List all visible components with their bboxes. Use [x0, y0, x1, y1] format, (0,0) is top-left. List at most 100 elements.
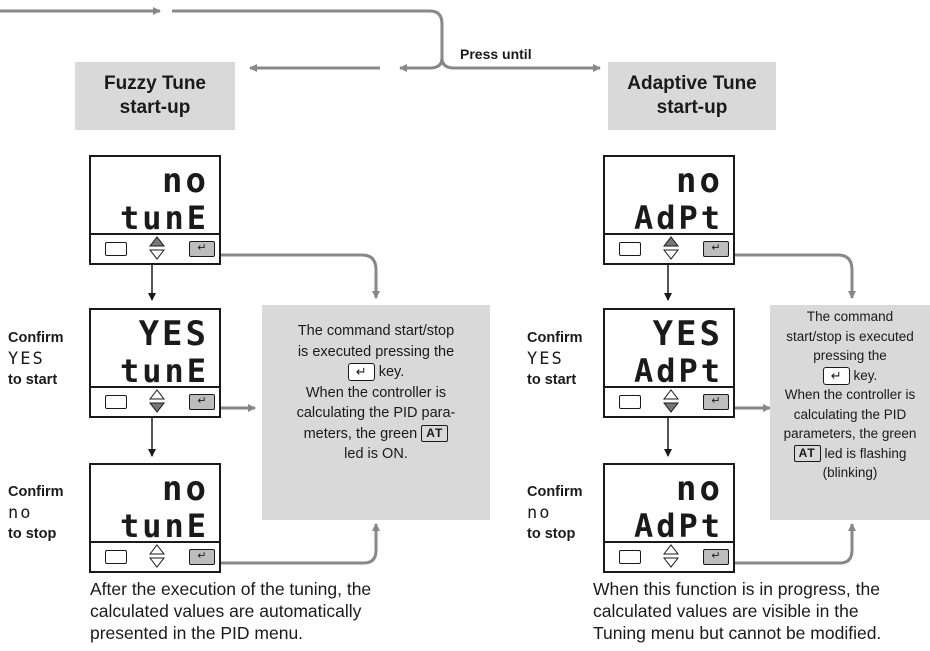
at-led-icon: AT — [421, 425, 449, 443]
adaptive-note: When this function is in progress, the c… — [593, 578, 881, 644]
info-line: AT led is flashing — [770, 444, 930, 464]
confirm-action: to start — [8, 372, 58, 388]
info-line: The command — [806, 309, 894, 324]
function-key[interactable] — [619, 242, 641, 256]
at-led-icon: AT — [793, 445, 821, 463]
note-line: After the execution of the tuning, the — [90, 579, 372, 599]
adaptive-tune-subtitle: start-up — [656, 97, 728, 118]
up-down-keys[interactable] — [661, 387, 681, 415]
branch-to-adaptive — [440, 57, 601, 72]
entry-line — [172, 9, 444, 72]
down-arrow-icon — [148, 557, 166, 568]
up-down-keys[interactable] — [661, 234, 681, 262]
confirm-label: Confirm — [8, 484, 64, 500]
enter-key-icon: ↵ — [822, 366, 850, 385]
info-line: pressing the — [813, 348, 887, 363]
confirm-action: to stop — [527, 526, 576, 542]
confirm-value: YES — [8, 349, 45, 369]
down-arrow-icon — [662, 249, 680, 260]
left-enter3-to-info — [205, 523, 380, 565]
down-arrow-icon — [148, 249, 166, 260]
function-key[interactable] — [105, 395, 127, 409]
function-key[interactable] — [105, 242, 127, 256]
info-line: (blinking) — [822, 465, 878, 480]
info-line: led is ON. — [344, 446, 408, 462]
adaptive-tune-header: Adaptive Tune start-up — [608, 62, 776, 130]
up-arrow-icon — [148, 544, 166, 555]
enter-key[interactable]: ↵ — [703, 241, 729, 257]
left-display-2: YES tunE ↵ — [89, 308, 221, 418]
confirm-action: to stop — [8, 526, 57, 542]
up-arrow-icon — [148, 389, 166, 400]
up-down-keys[interactable] — [147, 234, 167, 262]
display-value-top: no — [676, 469, 723, 509]
confirm-label: Confirm — [527, 484, 583, 500]
note-line: calculated values are automatically — [90, 601, 362, 621]
left-display-3: no tunE ↵ — [89, 463, 221, 573]
enter-key[interactable]: ↵ — [189, 549, 215, 565]
fuzzy-tune-header: Fuzzy Tune start-up — [75, 62, 235, 130]
info-line: start/stop is executed — [786, 328, 914, 344]
up-arrow-icon — [148, 236, 166, 247]
right-display-3: no AdPt ↵ — [603, 463, 735, 573]
display-value-top: no — [162, 161, 209, 201]
info-line: is executed pressing the — [297, 343, 455, 360]
keypad-row: ↵ — [91, 386, 219, 416]
function-key[interactable] — [619, 395, 641, 409]
info-line: When the controller is — [784, 387, 916, 402]
right-enter-to-info — [722, 253, 856, 299]
fuzzy-info-box: The command start/stop is executed press… — [262, 305, 490, 520]
confirm-value: no — [527, 503, 552, 523]
keypad-row: ↵ — [91, 541, 219, 571]
fuzzy-tune-title: Fuzzy Tune — [103, 73, 207, 94]
note-line: Tuning menu but cannot be modified. — [593, 623, 882, 643]
adaptive-info-box: The command start/stop is executed press… — [770, 305, 930, 520]
display-value-top: YES — [652, 314, 723, 354]
info-line: calculating the PID — [793, 406, 907, 422]
keypad-row: ↵ — [605, 386, 733, 416]
up-down-keys[interactable] — [147, 542, 167, 570]
note-line: presented in the PID menu. — [90, 623, 304, 643]
display-value-top: no — [676, 161, 723, 201]
press-until-label: Press until — [460, 46, 532, 62]
keypad-row: ↵ — [605, 233, 733, 263]
confirm-label: Confirm — [527, 330, 583, 346]
info-line: calculating the PID para- — [296, 405, 456, 421]
display-value-top: no — [162, 469, 209, 509]
confirm-label: Confirm — [8, 330, 64, 346]
function-key[interactable] — [105, 550, 127, 564]
info-line: ↵ key. — [262, 362, 490, 383]
right-enter3-to-info — [722, 523, 856, 565]
enter-key[interactable]: ↵ — [703, 549, 729, 565]
info-line: The command start/stop — [297, 323, 455, 339]
up-arrow-icon — [662, 236, 680, 247]
right-confirm-start: Confirm YES to start — [527, 328, 583, 391]
display-value-bottom: tunE — [119, 507, 209, 545]
left-confirm-start: Confirm YES to start — [8, 328, 64, 391]
right-display-1: no AdPt ↵ — [603, 155, 735, 265]
left-confirm-stop: Confirm no to stop — [8, 482, 64, 545]
down-arrow-icon — [662, 402, 680, 413]
display-value-bottom: AdPt — [633, 352, 723, 390]
right-display-2: YES AdPt ↵ — [603, 308, 735, 418]
function-key[interactable] — [619, 550, 641, 564]
enter-key[interactable]: ↵ — [703, 394, 729, 410]
enter-key[interactable]: ↵ — [189, 394, 215, 410]
up-arrow-icon — [662, 389, 680, 400]
info-line: meters, the green AT — [262, 424, 490, 445]
down-arrow-icon — [662, 557, 680, 568]
enter-key-icon: ↵ — [347, 363, 375, 382]
fuzzy-tune-subtitle: start-up — [119, 97, 191, 118]
display-value-bottom: tunE — [119, 352, 209, 390]
note-line: calculated values are visible in the — [593, 601, 859, 621]
enter-key[interactable]: ↵ — [189, 241, 215, 257]
up-down-keys[interactable] — [147, 387, 167, 415]
up-down-keys[interactable] — [661, 542, 681, 570]
right-confirm-stop: Confirm no to stop — [527, 482, 583, 545]
confirm-action: to start — [527, 372, 577, 388]
note-line: When this function is in progress, the — [593, 579, 880, 599]
confirm-value: YES — [527, 349, 564, 369]
display-value-bottom: AdPt — [633, 199, 723, 237]
left-display-1: no tunE ↵ — [89, 155, 221, 265]
left-enter-to-info — [205, 253, 380, 299]
